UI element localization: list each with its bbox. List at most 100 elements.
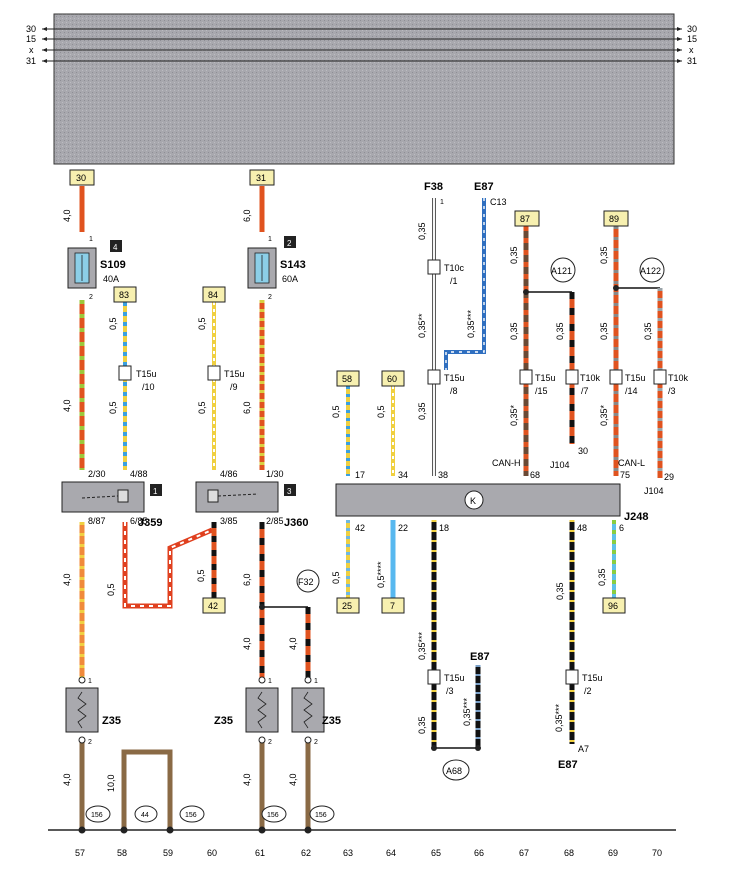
fuse-s109-rating: 40A xyxy=(103,274,119,284)
module-k-label: K xyxy=(470,496,476,506)
label-j104-b: J104 xyxy=(644,486,664,496)
ground-44: 44 xyxy=(141,812,149,819)
svg-text:0,5: 0,5 xyxy=(108,401,118,414)
label-a121: A121 xyxy=(551,266,572,276)
fuse-s143-name: S143 xyxy=(280,259,306,271)
label-f32: F32 xyxy=(298,577,314,587)
svg-text:2: 2 xyxy=(89,294,93,301)
conn-t10k-7: T10k xyxy=(580,373,601,383)
heater-z35-57-label: Z35 xyxy=(102,715,121,727)
relay-j359-pin-in2: 4/88 xyxy=(130,469,148,479)
module-pin-bottom-48: 48 xyxy=(577,523,587,533)
svg-text:1: 1 xyxy=(314,678,318,685)
connectors: T15u /10 T15u /9 T10c /1 T15u /8 T15u /1… xyxy=(118,259,689,696)
col-58: 58 xyxy=(117,848,127,858)
ref-96: 96 xyxy=(608,601,618,611)
label-e87-top: E87 xyxy=(474,181,494,193)
svg-text:6,0: 6,0 xyxy=(242,573,252,586)
relay-j360-pin-in1: 4/86 xyxy=(220,469,238,479)
svg-text:/14: /14 xyxy=(625,386,638,396)
rail-label-right-x: x xyxy=(689,45,694,55)
conn-t15u-14: T15u xyxy=(625,373,646,383)
relay-j359-name: J359 xyxy=(138,517,162,529)
heater-z35-62-label: Z35 xyxy=(322,715,341,727)
label-a68: A68 xyxy=(446,766,462,776)
rail-label-left-31: 31 xyxy=(26,56,36,66)
ref-83: 83 xyxy=(119,290,129,300)
svg-text:/9: /9 xyxy=(230,382,238,392)
heater-z35-61-label: Z35 xyxy=(214,715,233,727)
svg-text:4,0: 4,0 xyxy=(242,773,252,786)
module-pin-bottom-6: 6 xyxy=(619,523,624,533)
svg-text:1: 1 xyxy=(440,199,444,206)
fuse-s109-name: S109 xyxy=(100,259,126,271)
svg-text:0,35: 0,35 xyxy=(555,582,565,600)
ref-7: 7 xyxy=(390,601,395,611)
module-pin-top-38: 38 xyxy=(438,470,448,480)
label-pin-30: 30 xyxy=(578,446,588,456)
svg-text:4,0: 4,0 xyxy=(62,573,72,586)
relay-j360-pin-out1: 3/85 xyxy=(220,516,238,526)
svg-text:/3: /3 xyxy=(446,686,454,696)
ref-25: 25 xyxy=(342,601,352,611)
svg-text:4,0: 4,0 xyxy=(62,209,72,222)
circle-labels: F32 A121 A122 A68 156 44 156 156 156 xyxy=(85,257,665,823)
ref-84: 84 xyxy=(208,290,218,300)
rail-label-left-x: x xyxy=(29,45,34,55)
relay-j359-pin-in1: 2/30 xyxy=(88,469,106,479)
svg-text:2: 2 xyxy=(268,739,272,746)
svg-text:10,0: 10,0 xyxy=(106,774,116,792)
ground-156-c: 156 xyxy=(267,812,279,819)
conn-t10c-1: T10c xyxy=(444,263,465,273)
svg-text:0,35*: 0,35* xyxy=(509,404,519,426)
svg-text:/1: /1 xyxy=(450,276,458,286)
svg-text:0,35***: 0,35*** xyxy=(462,697,472,726)
rail-label-left-15: 15 xyxy=(26,34,36,44)
label-c13: C13 xyxy=(490,197,507,207)
label-can-l: CAN-L xyxy=(618,458,645,468)
supply-31: 31 xyxy=(256,173,266,183)
label-f38: F38 xyxy=(424,181,443,193)
col-65: 65 xyxy=(431,848,441,858)
relay-j359: 1 J359 2/30 4/88 8/87 6/85 xyxy=(61,469,162,529)
heater-z35-57: 1 2 Z35 xyxy=(65,676,121,746)
svg-text:0,35: 0,35 xyxy=(555,322,565,340)
rail-lines xyxy=(42,28,682,62)
ref-60: 60 xyxy=(387,374,397,384)
wires xyxy=(79,186,663,830)
svg-text:2: 2 xyxy=(314,739,318,746)
svg-text:0,5: 0,5 xyxy=(376,405,386,418)
rail-label-left-30: 30 xyxy=(26,24,36,34)
svg-text:4,0: 4,0 xyxy=(62,773,72,786)
svg-text:0,35***: 0,35*** xyxy=(554,703,564,732)
rail-label-right-15: 15 xyxy=(687,34,697,44)
svg-text:/10: /10 xyxy=(142,382,155,392)
col-68: 68 xyxy=(564,848,574,858)
svg-text:0,5: 0,5 xyxy=(108,317,118,330)
svg-text:0,35*: 0,35* xyxy=(599,404,609,426)
svg-text:0,5: 0,5 xyxy=(331,571,341,584)
svg-text:2: 2 xyxy=(88,739,92,746)
relay-j359-num: 1 xyxy=(153,487,158,496)
supply-boxes: 30 31 87 89 83 84 58 60 42 25 7 96 xyxy=(69,169,629,614)
module-pin-top-75: 75 xyxy=(620,470,630,480)
busbar-panel: 30 15 x 31 30 15 x 31 xyxy=(26,13,697,165)
fuse-s143-num: 2 xyxy=(287,239,292,248)
svg-text:1: 1 xyxy=(89,236,93,243)
ground-156-d: 156 xyxy=(315,812,327,819)
svg-text:1: 1 xyxy=(268,678,272,685)
svg-text:1: 1 xyxy=(268,236,272,243)
svg-text:1: 1 xyxy=(88,678,92,685)
module-pin-bottom-42: 42 xyxy=(355,523,365,533)
conn-t10k-3: T10k xyxy=(668,373,689,383)
relay-j359-pin-out2: 6/85 xyxy=(130,516,148,526)
svg-text:0,35: 0,35 xyxy=(597,568,607,586)
svg-text:0,35***: 0,35*** xyxy=(466,309,476,338)
svg-text:0,35: 0,35 xyxy=(643,322,653,340)
misc-labels: F38 E87 C13 E87 E87 A7 CAN-H CAN-L J104 … xyxy=(424,181,674,771)
relay-j360-num: 3 xyxy=(287,487,292,496)
ref-42: 42 xyxy=(208,601,218,611)
col-70: 70 xyxy=(652,848,662,858)
relay-j360: 3 J360 4/86 1/30 3/85 2/85 xyxy=(195,469,308,529)
